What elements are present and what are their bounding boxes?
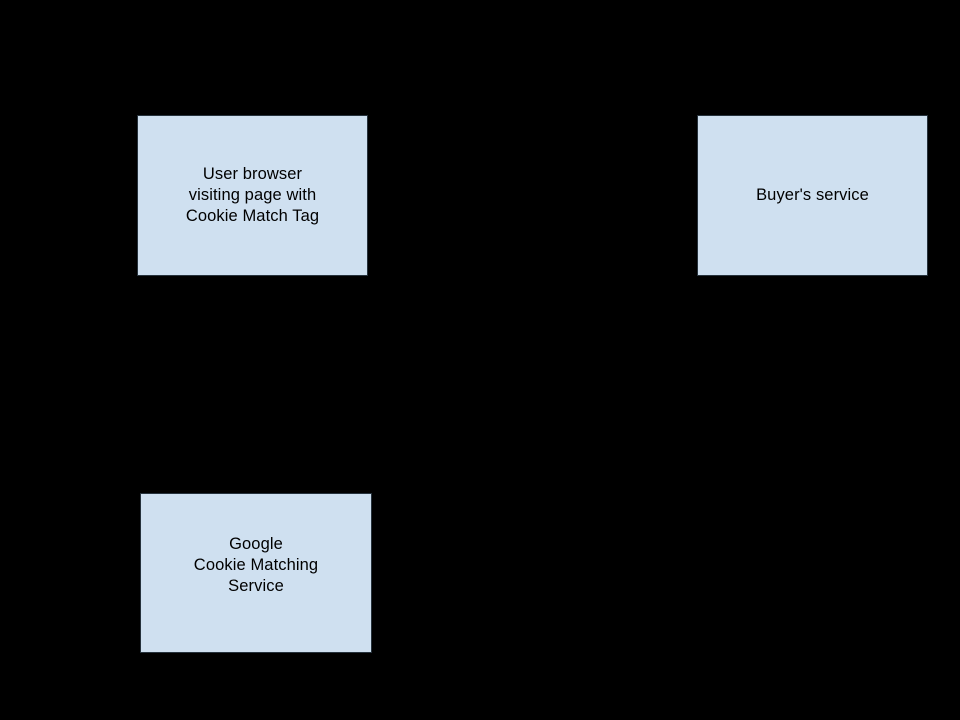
node-google-cookie-matching-service[interactable]: Google Cookie Matching Service <box>140 493 372 653</box>
node-buyers-service[interactable]: Buyer's service <box>697 115 928 276</box>
node-google-cookie-matching-service-label: Google Cookie Matching Service <box>193 534 319 595</box>
node-user-browser[interactable]: User browser visiting page with Cookie M… <box>137 115 368 276</box>
node-buyers-service-label: Buyer's service <box>756 186 869 204</box>
node-user-browser-label: User browser visiting page with Cookie M… <box>185 165 320 225</box>
